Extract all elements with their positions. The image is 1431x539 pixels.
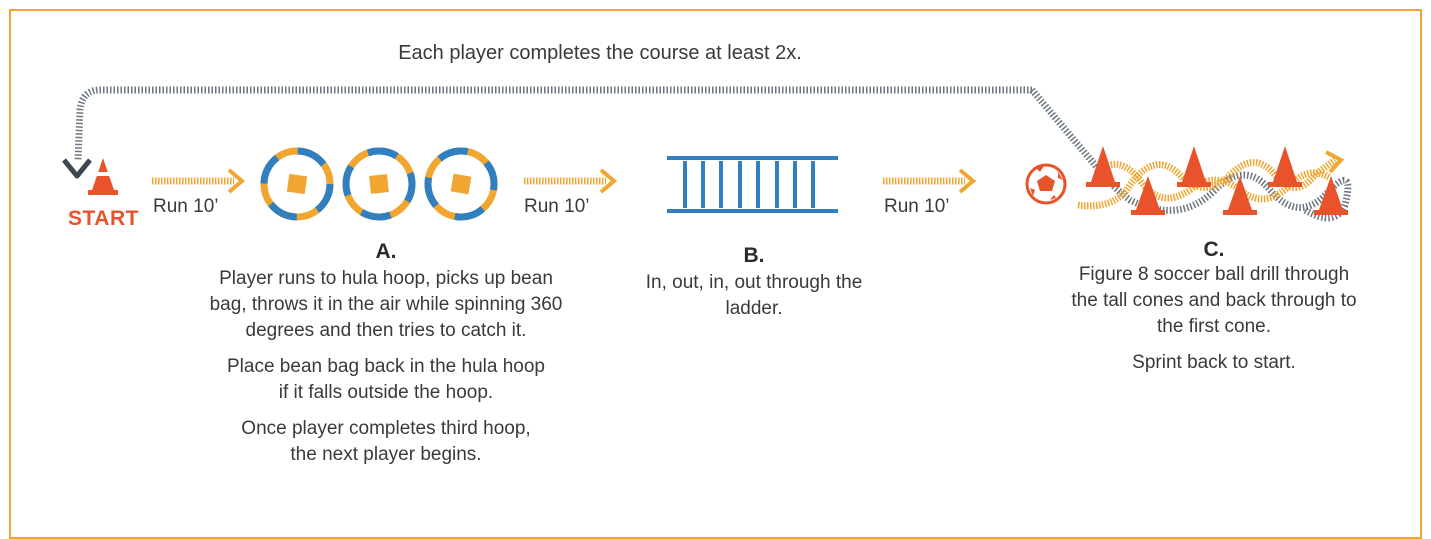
station-a-paragraph: Player runs to hula hoop, picks up bean … [209,268,563,341]
station-b-description: In, out, in, out through the ladder. [634,270,874,332]
station-c-paragraph: Sprint back to start. [1132,352,1296,373]
run-arrow-icon [524,168,618,194]
return-path [62,86,1352,222]
station-b-paragraph: In, out, in, out through the ladder. [645,272,863,319]
run-arrow-icon [883,168,977,194]
run-label: Run 10’ [524,196,590,217]
run-label: Run 10’ [153,196,219,217]
start-label: START [68,207,139,230]
run-arrow-icon [152,168,246,194]
start-cone-icon [88,158,118,195]
hula-hoop-icon [424,147,498,221]
agility-ladder-icon [667,156,838,213]
station-a-paragraph: Place bean bag back in the hula hoop if … [227,356,545,403]
station-a-paragraph: Once player completes third hoop, the ne… [241,418,531,465]
bean-bag-icon [450,173,472,195]
hula-hoop-icon [260,147,334,221]
cone-icon [1131,176,1165,215]
station-a-heading: A. [375,240,397,263]
cone-icon [1314,176,1348,215]
arrow-icon [1325,150,1345,174]
bean-bag-icon [286,173,308,195]
cone-icon [1086,146,1120,187]
station-c-heading: C. [1203,238,1225,261]
soccer-ball-icon [1025,163,1067,205]
station-b-heading: B. [743,244,765,267]
station-a-description: Player runs to hula hoop, picks up bean … [206,266,566,478]
cone-icon [1223,176,1257,215]
course-diagram [62,86,1352,222]
cone-icon [1268,146,1302,187]
hula-hoop-icon [342,147,416,221]
station-c-paragraph: Figure 8 soccer ball drill through the t… [1071,264,1357,337]
run-label: Run 10’ [884,196,950,217]
bean-bag-icon [369,174,389,194]
course-note: Each player completes the course at leas… [398,42,802,64]
return-arrowhead-icon [62,158,92,179]
figure-8-path [1077,150,1345,210]
station-c-description: Figure 8 soccer ball drill through the t… [1054,262,1374,386]
cone-icon [1177,146,1211,187]
